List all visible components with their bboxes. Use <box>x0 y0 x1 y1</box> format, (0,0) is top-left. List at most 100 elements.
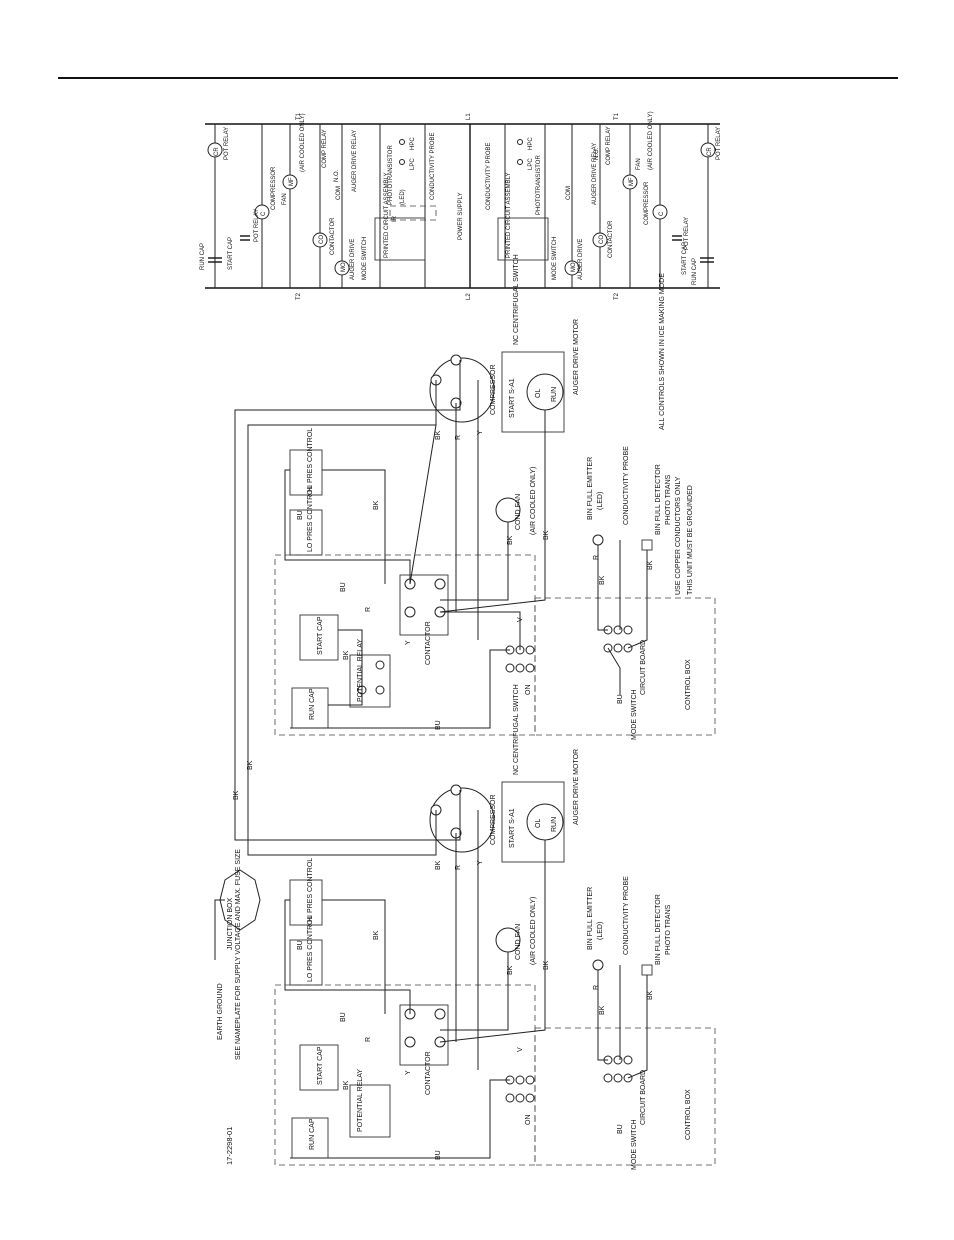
wire-auger <box>439 410 546 613</box>
compressor-circle <box>429 357 495 423</box>
wire-bk-detector-label-lower: BK <box>647 990 654 1000</box>
circuit-board-label-lower: CIRCUIT BOARD <box>640 1070 647 1125</box>
wire-bk-auger-label-lower: BK <box>543 960 550 970</box>
fan-motor-symbol <box>282 174 298 190</box>
wire-r-label: R <box>455 435 462 440</box>
wire-earth-ground <box>214 899 225 960</box>
hpc-switch-contact-right <box>517 139 523 145</box>
compressor-terminal-s <box>450 354 462 366</box>
control-box-outline-ext <box>534 597 716 736</box>
pot-relay-label-right: POT RELAY <box>684 217 690 250</box>
wire-fan <box>440 522 509 601</box>
bin-full-detector-label: BIN FULL DETECTOR <box>655 464 662 535</box>
wire-v-label: V <box>517 617 524 622</box>
run-label-lower: RUN <box>551 817 558 832</box>
lpc-switch-contact <box>399 159 405 165</box>
air-cooled-only-label: (AIR COOLED ONLY) <box>530 467 537 535</box>
lo-pres-control-box-lower <box>289 939 323 986</box>
wiring-upper: COMPRESSOR AUGER DRIVE MOTOR NC CENTRIFU… <box>234 254 716 740</box>
wire-bu-label-3: BU <box>340 582 347 592</box>
run-label: RUN <box>551 387 558 402</box>
wire-bu-label-lower-3: BU <box>340 1012 347 1022</box>
wire-mode-switch <box>607 647 621 695</box>
auger-drive-motor-label: AUGER DRIVE MOTOR <box>573 319 580 395</box>
fan-label: FAN <box>282 193 288 205</box>
hi-pres-control-box-lower <box>289 879 323 926</box>
rail-label-l2: L2 <box>466 293 472 300</box>
ladder-labels: L1 L2 T1 T2 T1 T2 POWER SUPPLY RUN CAP S… <box>200 111 722 300</box>
wire-bk-detector-label: BK <box>647 560 654 570</box>
wire-y-label-lower-2: Y <box>405 1070 412 1075</box>
wire-bu-pres-lower <box>284 899 411 1014</box>
wiring-lower: COMPRESSOR AUGER DRIVE MOTOR NC CENTRIFU… <box>214 684 716 1170</box>
wire-y-label: Y <box>477 430 484 435</box>
wire-bk-main <box>247 380 437 730</box>
contactor-coil-symbol <box>312 232 328 248</box>
board-terminal <box>613 1055 623 1065</box>
start-cap-label-lower: START CAP <box>317 1046 324 1085</box>
potential-relay-label: POTENTIAL RELAY <box>357 639 364 702</box>
board-terminal <box>515 1075 525 1085</box>
wire-bk-probe-label: BK <box>599 575 606 585</box>
conductivity-probe-label-right: CONDUCTIVITY PROBE <box>486 142 492 210</box>
contactor-box-lower <box>399 1004 449 1066</box>
wire-bu-bottom <box>290 649 510 729</box>
printed-circuit-assembly-box-right <box>497 217 549 261</box>
contactor-label: CONTACTOR <box>330 217 336 255</box>
nameplate-note: SEE NAMEPLATE FOR SUPPLY VOLTAGE AND MAX… <box>235 849 242 1060</box>
wire-bu-label-2: BU <box>435 720 442 730</box>
auger-drive-label-right: AUGER DRIVE <box>578 239 584 280</box>
wire-r-emitter-label-lower: R <box>593 985 600 990</box>
ol-label: OL <box>535 389 542 398</box>
pot-relay-label-2: POT RELAY <box>254 209 260 242</box>
fan-note-label-right: (AIR COOLED ONLY) <box>648 111 654 170</box>
contactor-label-right: CONTACTOR <box>608 220 614 258</box>
wire-bk-detector-lower <box>627 975 648 1079</box>
auger-drive-relay-label-right: AUGER DRIVE RELAY <box>592 143 598 205</box>
auger-drive-label: AUGER DRIVE <box>350 239 356 280</box>
wire-bk-fan-label: BK <box>507 535 514 545</box>
led-label: (LED) <box>400 189 406 205</box>
junction-box-symbol <box>219 869 261 931</box>
circuit-board-label: CIRCUIT BOARD <box>640 640 647 695</box>
wire-run-cap <box>328 690 363 706</box>
bin-full-detector-label-lower: BIN FULL DETECTOR <box>655 894 662 965</box>
ladder-schematic: L1 L2 T1 T2 T1 T2 POWER SUPPLY RUN CAP S… <box>200 111 722 300</box>
board-terminal <box>515 663 525 673</box>
wire-bu-bottom-lower <box>290 1079 510 1159</box>
power-supply-label: POWER SUPPLY <box>458 192 464 240</box>
control-box-outline <box>274 554 536 736</box>
compressor-symbol-right <box>652 204 668 220</box>
wire-bu-main <box>234 360 461 730</box>
bin-full-detector-symbol <box>641 539 653 551</box>
mode-switch-label: MODE SWITCH <box>631 689 638 740</box>
circuit-board-terminals <box>505 625 633 673</box>
auger-motor-symbol <box>334 260 350 276</box>
wire-bu-label-lower-2: BU <box>435 1150 442 1160</box>
rail-label-l1: L1 <box>466 113 472 120</box>
ground-note: THIS UNIT MUST BE GROUNDED <box>687 485 694 595</box>
wire-r-label-lower: R <box>455 865 462 870</box>
code-mo: MO <box>341 262 347 272</box>
mode-switch-label: MODE SWITCH <box>362 237 368 280</box>
bin-full-emitter-label: BIN FULL EMITTER <box>587 457 594 520</box>
wire-bu-pres <box>284 469 411 584</box>
code-co-right: CO <box>599 235 605 244</box>
code-mf: MF <box>289 177 295 186</box>
pot-relay-label-right-2: POT RELAY <box>716 127 722 160</box>
board-terminal <box>525 663 535 673</box>
board-terminal <box>613 643 623 653</box>
wire-bk-label-lower-3: BK <box>373 930 380 940</box>
led-label: (LED) <box>597 492 604 510</box>
board-terminal <box>505 663 515 673</box>
contactor-coil-symbol-right <box>592 232 608 248</box>
hpc-label-right: HPC <box>528 137 534 150</box>
control-box-outline-lower <box>274 984 536 1166</box>
board-terminal <box>525 1093 535 1103</box>
board-terminal <box>525 1075 535 1085</box>
start-terminal-label: START S-A1 <box>509 378 516 418</box>
conductivity-probe-label-lower: CONDUCTIVITY PROBE <box>623 876 630 955</box>
contactor-terminal-l2 <box>404 606 416 618</box>
code-mf-right: MF <box>629 177 635 186</box>
